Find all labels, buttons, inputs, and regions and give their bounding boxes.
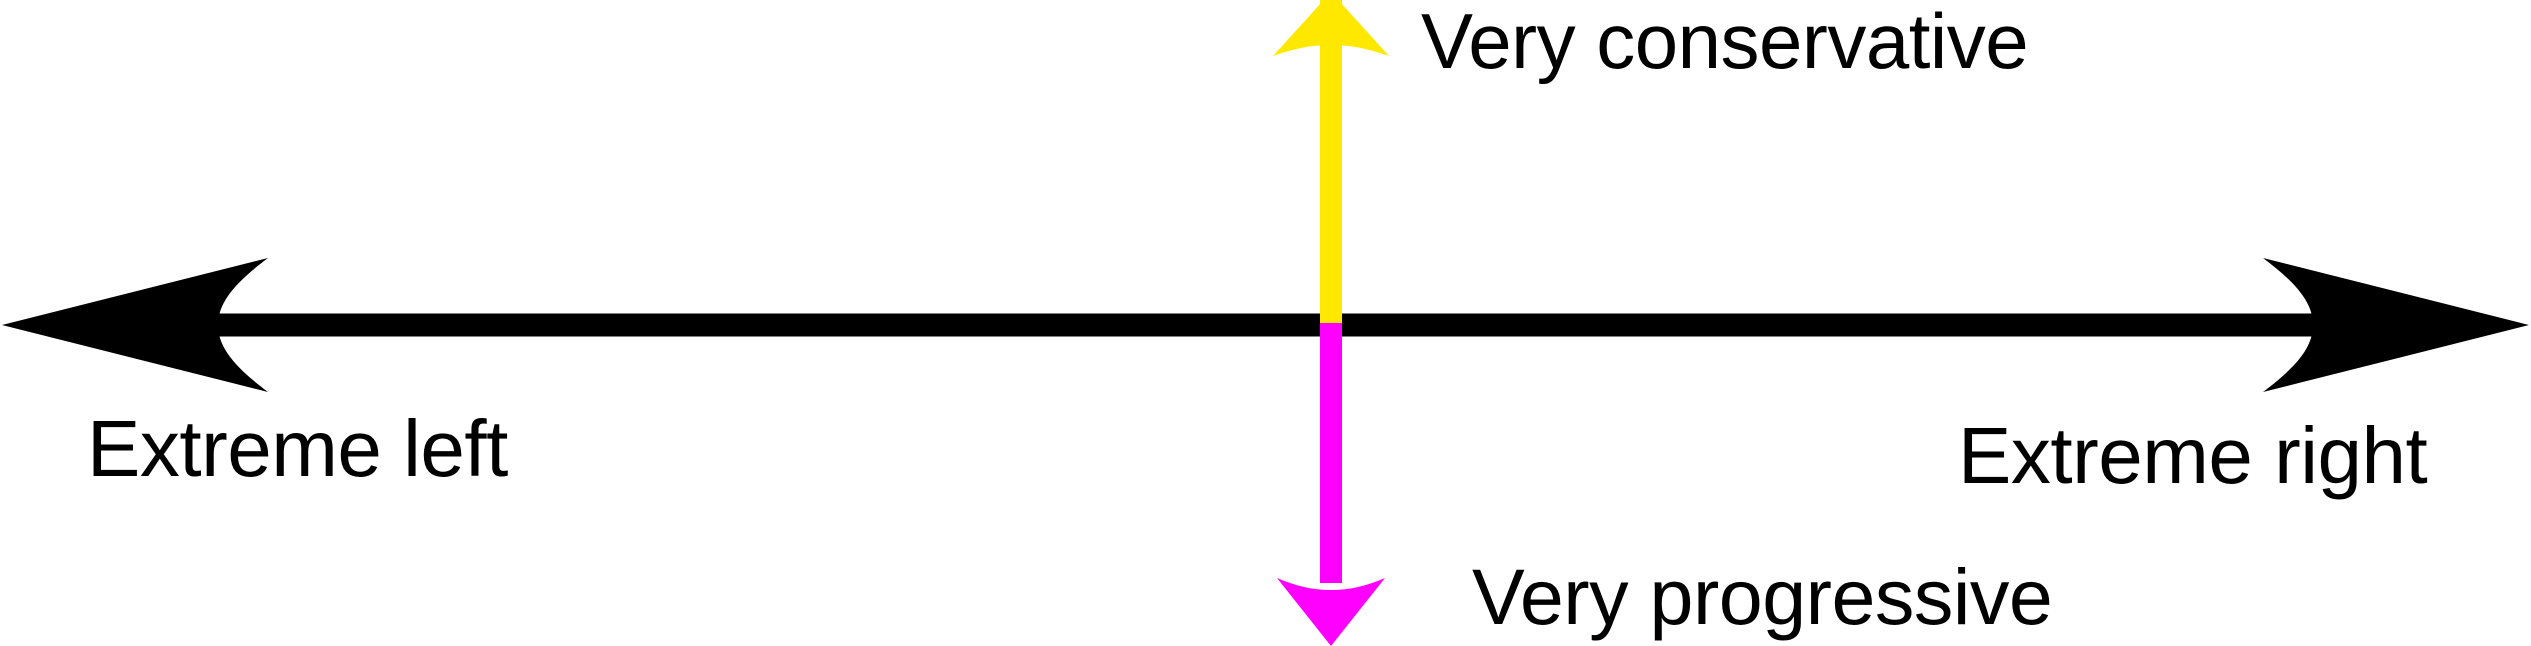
- label-very-progressive: Very progressive: [1472, 552, 2052, 641]
- label-extreme-right: Extreme right: [1958, 411, 2427, 500]
- horizontal-axis-group: [2, 258, 2529, 392]
- arrow-up-head-icon: [1273, 0, 1389, 56]
- progressive-shaft: [1320, 323, 1342, 583]
- arrow-right-head-icon: [2263, 258, 2529, 392]
- arrow-down-head-icon: [1277, 578, 1385, 646]
- arrow-left-head-icon: [2, 258, 268, 392]
- label-very-conservative: Very conservative: [1421, 0, 2028, 85]
- vertical-axis-group: [1273, 0, 1389, 646]
- horizontal-axis-shaft: [150, 313, 2380, 337]
- label-extreme-left: Extreme left: [87, 404, 508, 493]
- conservative-shaft: [1320, 0, 1342, 324]
